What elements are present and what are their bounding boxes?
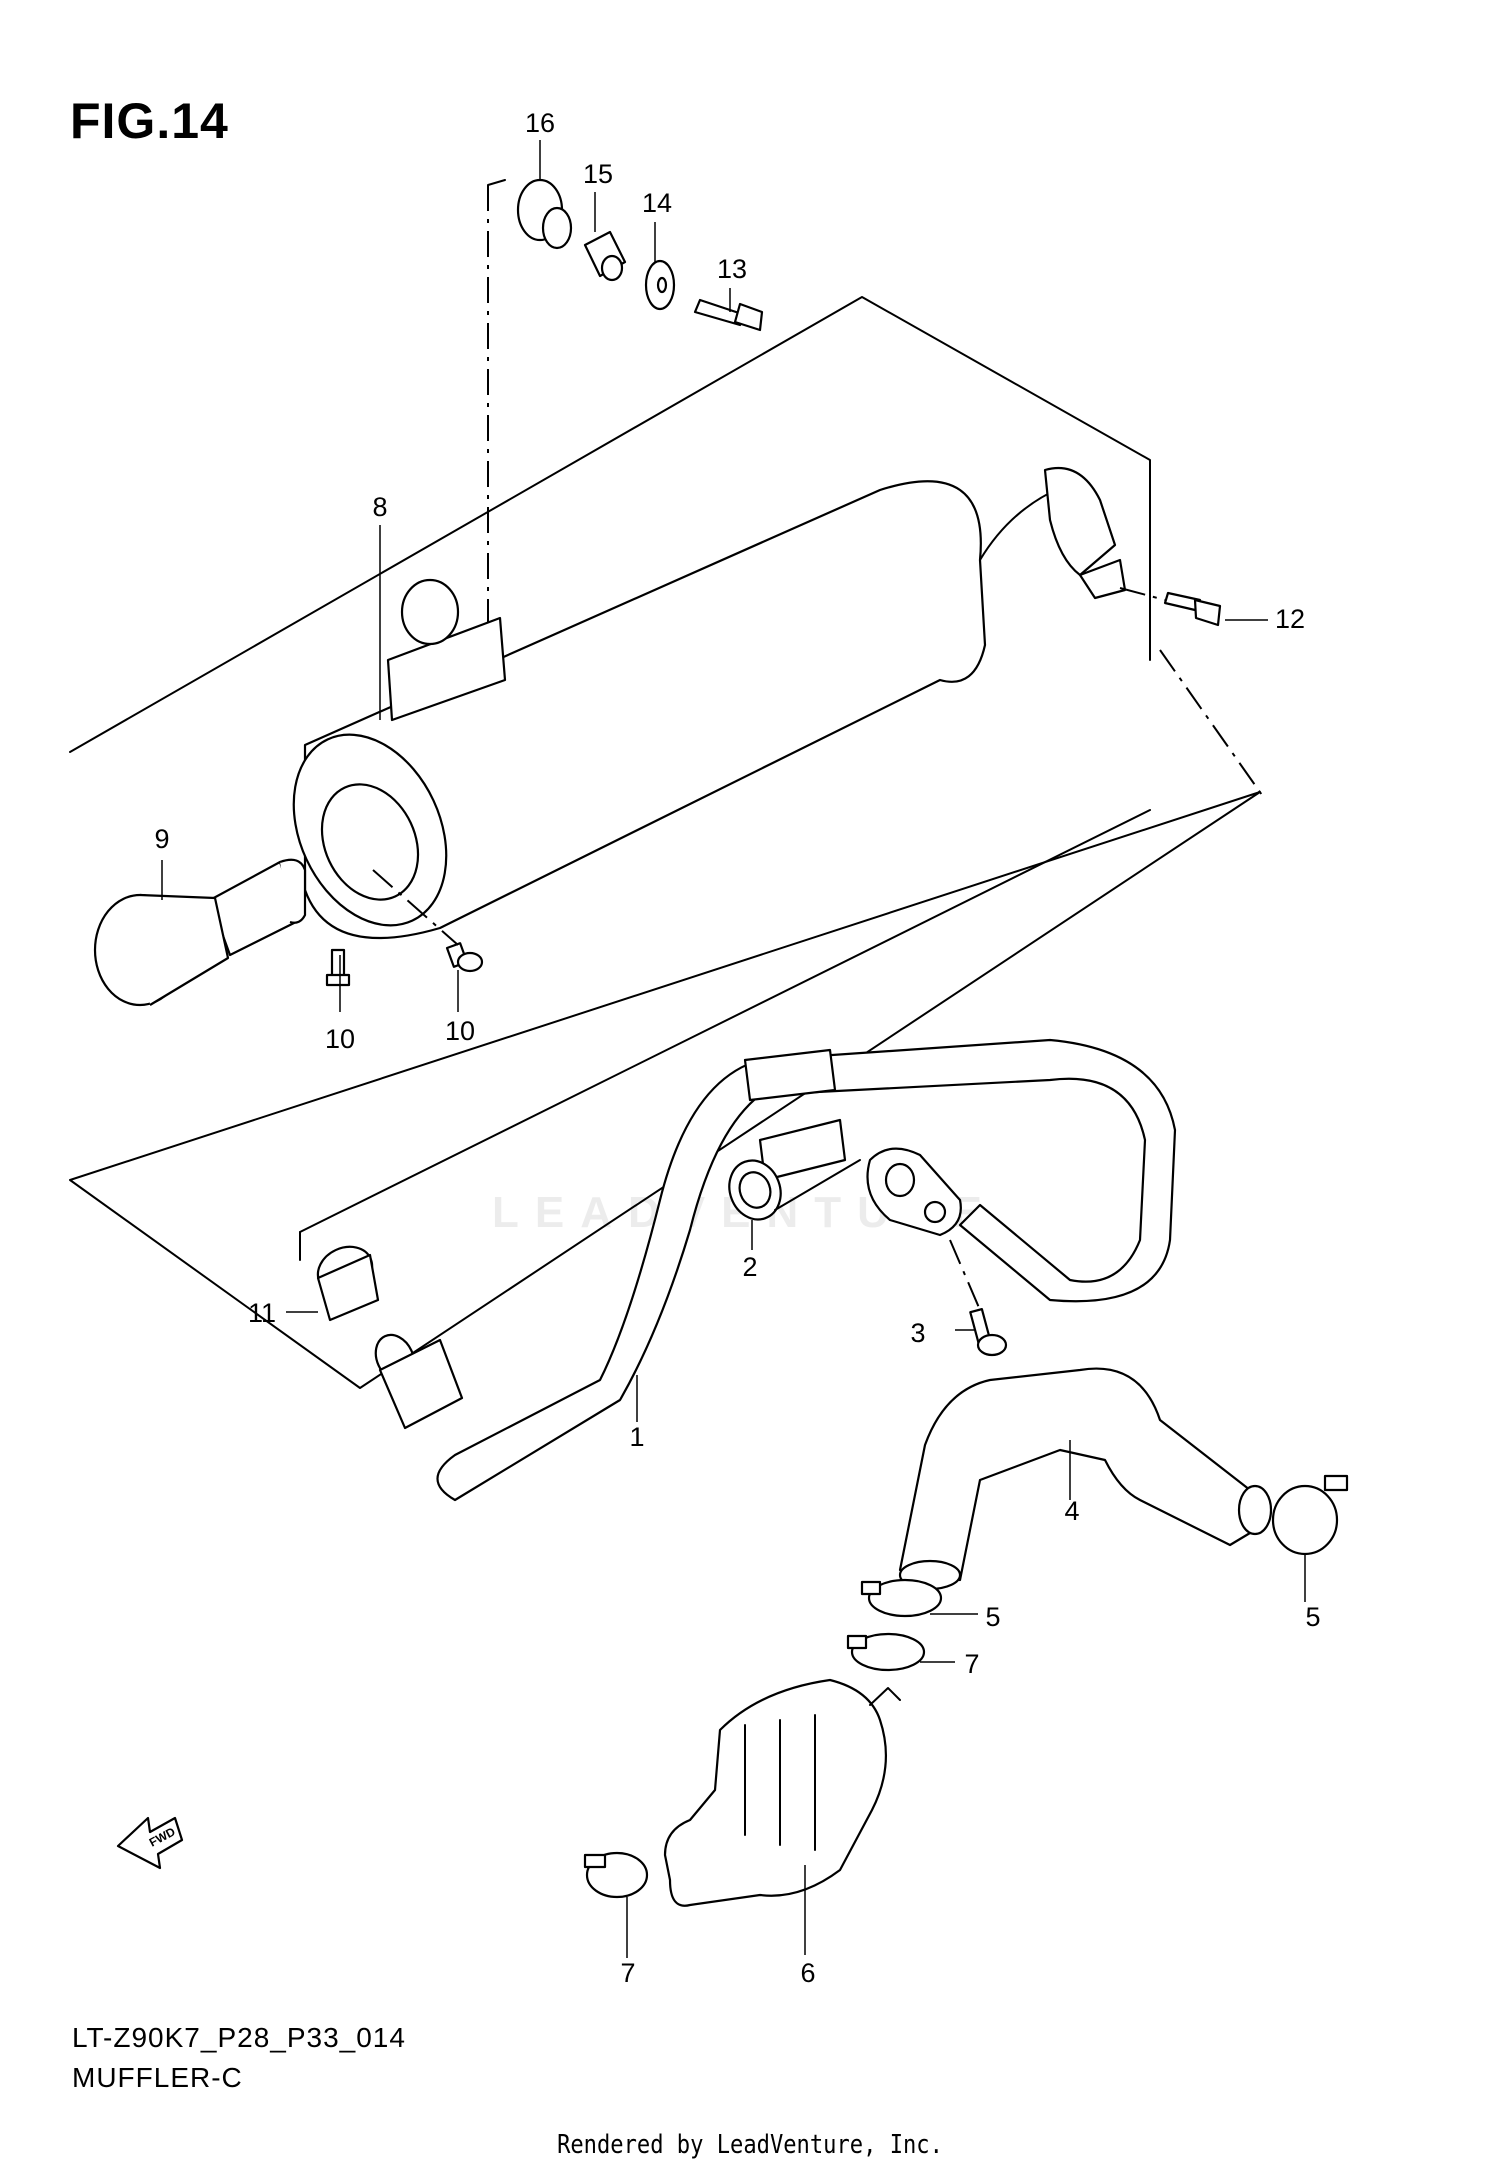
part-16-grommet[interactable] bbox=[516, 178, 573, 250]
figure-name: MUFFLER-C bbox=[72, 2062, 243, 2093]
callout-15: 15 bbox=[583, 159, 613, 189]
part-8-muffler[interactable] bbox=[264, 466, 1127, 950]
callout-2: 2 bbox=[742, 1252, 757, 1282]
callout-13: 13 bbox=[717, 254, 747, 284]
callout-3: 3 bbox=[910, 1318, 925, 1348]
callout-5b: 5 bbox=[1305, 1602, 1320, 1632]
part-10a-screw[interactable] bbox=[325, 948, 351, 987]
callout-12: 12 bbox=[1275, 604, 1305, 634]
part-6-heat-protector[interactable] bbox=[663, 1678, 901, 1907]
part-11-gasket-ring[interactable] bbox=[310, 1238, 380, 1322]
callout-7a: 7 bbox=[964, 1649, 979, 1679]
leader-12-dash bbox=[1119, 587, 1166, 601]
part-3-bolt[interactable] bbox=[969, 1307, 1008, 1357]
callout-11: 11 bbox=[248, 1298, 276, 1328]
callout-4: 4 bbox=[1064, 1496, 1079, 1526]
callout-8: 8 bbox=[372, 492, 387, 522]
part-9-spark-arrester[interactable] bbox=[93, 858, 307, 1007]
part-12-bolt[interactable] bbox=[1163, 591, 1222, 627]
part-15-collar[interactable] bbox=[583, 230, 627, 282]
boundary-dash-right bbox=[1159, 649, 1263, 796]
callout-6: 6 bbox=[800, 1958, 815, 1988]
part-14-washer[interactable] bbox=[644, 259, 676, 311]
figure-title: FIG.14 bbox=[70, 93, 229, 149]
part-4-joint-pipe[interactable] bbox=[898, 1367, 1273, 1591]
part-7a-clamp[interactable] bbox=[846, 1632, 926, 1672]
part-5a-clamp[interactable] bbox=[860, 1578, 943, 1618]
callout-10b: 10 bbox=[445, 1016, 475, 1046]
part-2-gasket[interactable] bbox=[721, 1153, 789, 1226]
fwd-arrow-icon: FWD bbox=[116, 1816, 184, 1870]
part-7b-clamp[interactable] bbox=[583, 1851, 649, 1899]
part-5b-clamp[interactable] bbox=[1271, 1474, 1349, 1556]
callout-16: 16 bbox=[525, 108, 555, 138]
leader-2-line bbox=[774, 1159, 861, 1211]
callout-1: 1 bbox=[629, 1422, 644, 1452]
callout-9: 9 bbox=[154, 824, 169, 854]
leader-3-dash bbox=[949, 1239, 981, 1311]
part-13-bolt[interactable] bbox=[693, 298, 764, 332]
callout-5a: 5 bbox=[985, 1602, 1000, 1632]
figure-code: LT-Z90K7_P28_P33_014 bbox=[72, 2022, 406, 2053]
part-10b-screw[interactable] bbox=[445, 942, 484, 973]
leader-10b-dash bbox=[372, 869, 459, 946]
boundary-lower-left bbox=[299, 809, 1151, 1233]
leader-lines bbox=[161, 140, 1306, 1958]
render-credit: Rendered by LeadVenture, Inc. bbox=[557, 2130, 943, 2160]
callout-10a: 10 bbox=[325, 1024, 355, 1054]
callout-7b: 7 bbox=[620, 1958, 635, 1988]
part-1-exhaust-pipe[interactable] bbox=[369, 1038, 1177, 1502]
callout-14: 14 bbox=[642, 188, 672, 218]
hardware-bracket bbox=[487, 179, 506, 186]
